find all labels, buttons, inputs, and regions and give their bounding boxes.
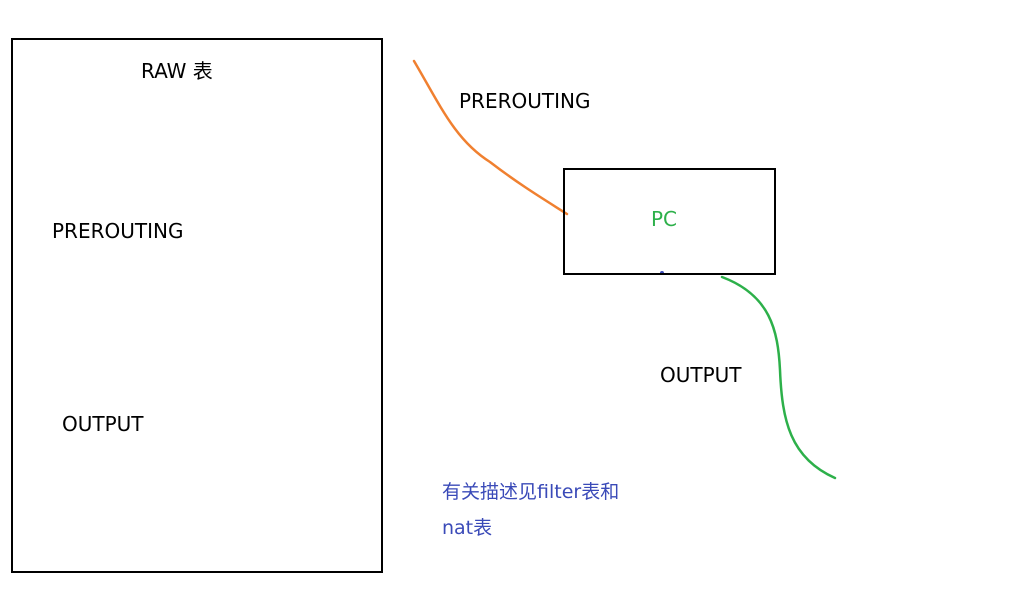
output-curve: [720, 275, 837, 480]
raw-table-box: [11, 38, 383, 573]
flow-prerouting-label: PREROUTING: [459, 89, 591, 113]
raw-table-title: RAW 表: [141, 59, 213, 83]
note-line-2: nat表: [442, 517, 493, 539]
note-line-1: 有关描述见filter表和: [442, 481, 620, 503]
raw-chain-prerouting: PREROUTING: [52, 219, 184, 243]
flow-output-label: OUTPUT: [660, 363, 742, 387]
raw-chain-output: OUTPUT: [62, 412, 144, 436]
pc-box: [563, 168, 776, 275]
pc-label: PC: [651, 207, 678, 231]
prerouting-curve: [412, 59, 569, 216]
